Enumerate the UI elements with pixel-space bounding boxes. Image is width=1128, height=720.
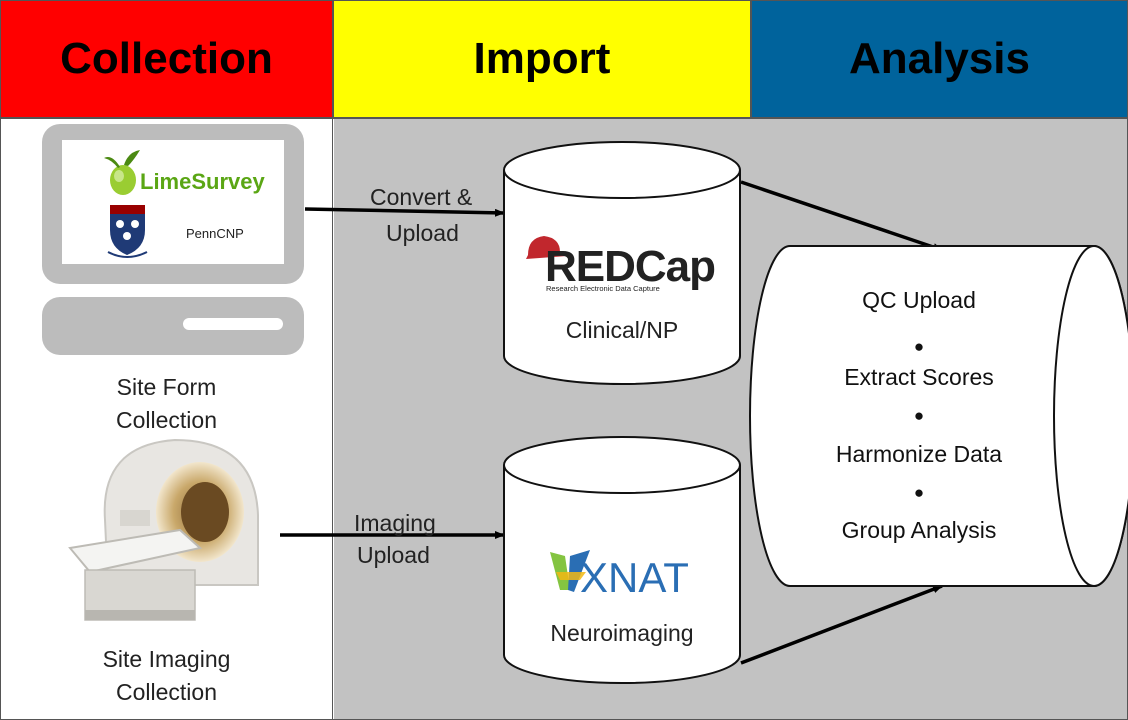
analysis-step-extract-scores: Extract Scores — [844, 364, 994, 390]
collection-header: Collection — [0, 0, 333, 118]
site-form-caption-line2: Collection — [116, 407, 217, 433]
xnat-to-analysis-arrow — [740, 584, 943, 665]
analysis-cylinder — [749, 245, 1128, 587]
imaging-label-line2: Upload — [357, 542, 430, 568]
convert-label-line2: Upload — [386, 220, 459, 246]
xnat-label: Neuroimaging — [550, 620, 693, 646]
convert-label-line1: Convert & — [370, 184, 472, 210]
redcap-label: Clinical/NP — [566, 317, 678, 343]
xnat-logo: XNAT — [550, 550, 689, 601]
convert-upload-arrow — [304, 207, 505, 217]
xnat-database-cylinder — [503, 436, 741, 684]
redcap-database-cylinder — [503, 141, 741, 385]
limesurvey-logo: LimeSurvey — [104, 150, 265, 195]
analysis-step-qc-upload: QC Upload — [862, 287, 976, 313]
site-imaging-caption-line2: Collection — [116, 679, 217, 705]
import-header: Import — [333, 0, 751, 118]
computer-monitor-icon — [42, 124, 304, 355]
imaging-label-line1: Imaging — [354, 510, 436, 536]
analysis-steps: QC Upload ● Extract Scores ● Harmonize D… — [836, 287, 1002, 543]
site-imaging-caption-line1: Site Imaging — [102, 646, 231, 672]
analysis-bullet-3: ● — [914, 483, 924, 502]
analysis-step-group-analysis: Group Analysis — [842, 517, 997, 543]
penn-shield-icon — [107, 205, 148, 258]
site-form-caption-line1: Site Form — [116, 374, 217, 400]
mri-scanner-icon — [66, 436, 278, 632]
redcap-logo-text: REDCap — [545, 242, 715, 291]
analysis-bullet-1: ● — [914, 337, 924, 356]
penncnp-label: PennCNP — [186, 226, 244, 241]
redcap-logo: REDCap Research Electronic Data Capture — [526, 236, 716, 293]
analysis-header: Analysis — [751, 0, 1128, 118]
analysis-step-harmonize-data: Harmonize Data — [836, 441, 1002, 467]
analysis-bullet-2: ● — [914, 406, 924, 425]
xnat-logo-text: XNAT — [580, 554, 689, 601]
redcap-tagline: Research Electronic Data Capture — [546, 284, 660, 293]
limesurvey-logo-text: LimeSurvey — [140, 169, 265, 194]
redcap-to-analysis-arrow — [740, 180, 943, 252]
